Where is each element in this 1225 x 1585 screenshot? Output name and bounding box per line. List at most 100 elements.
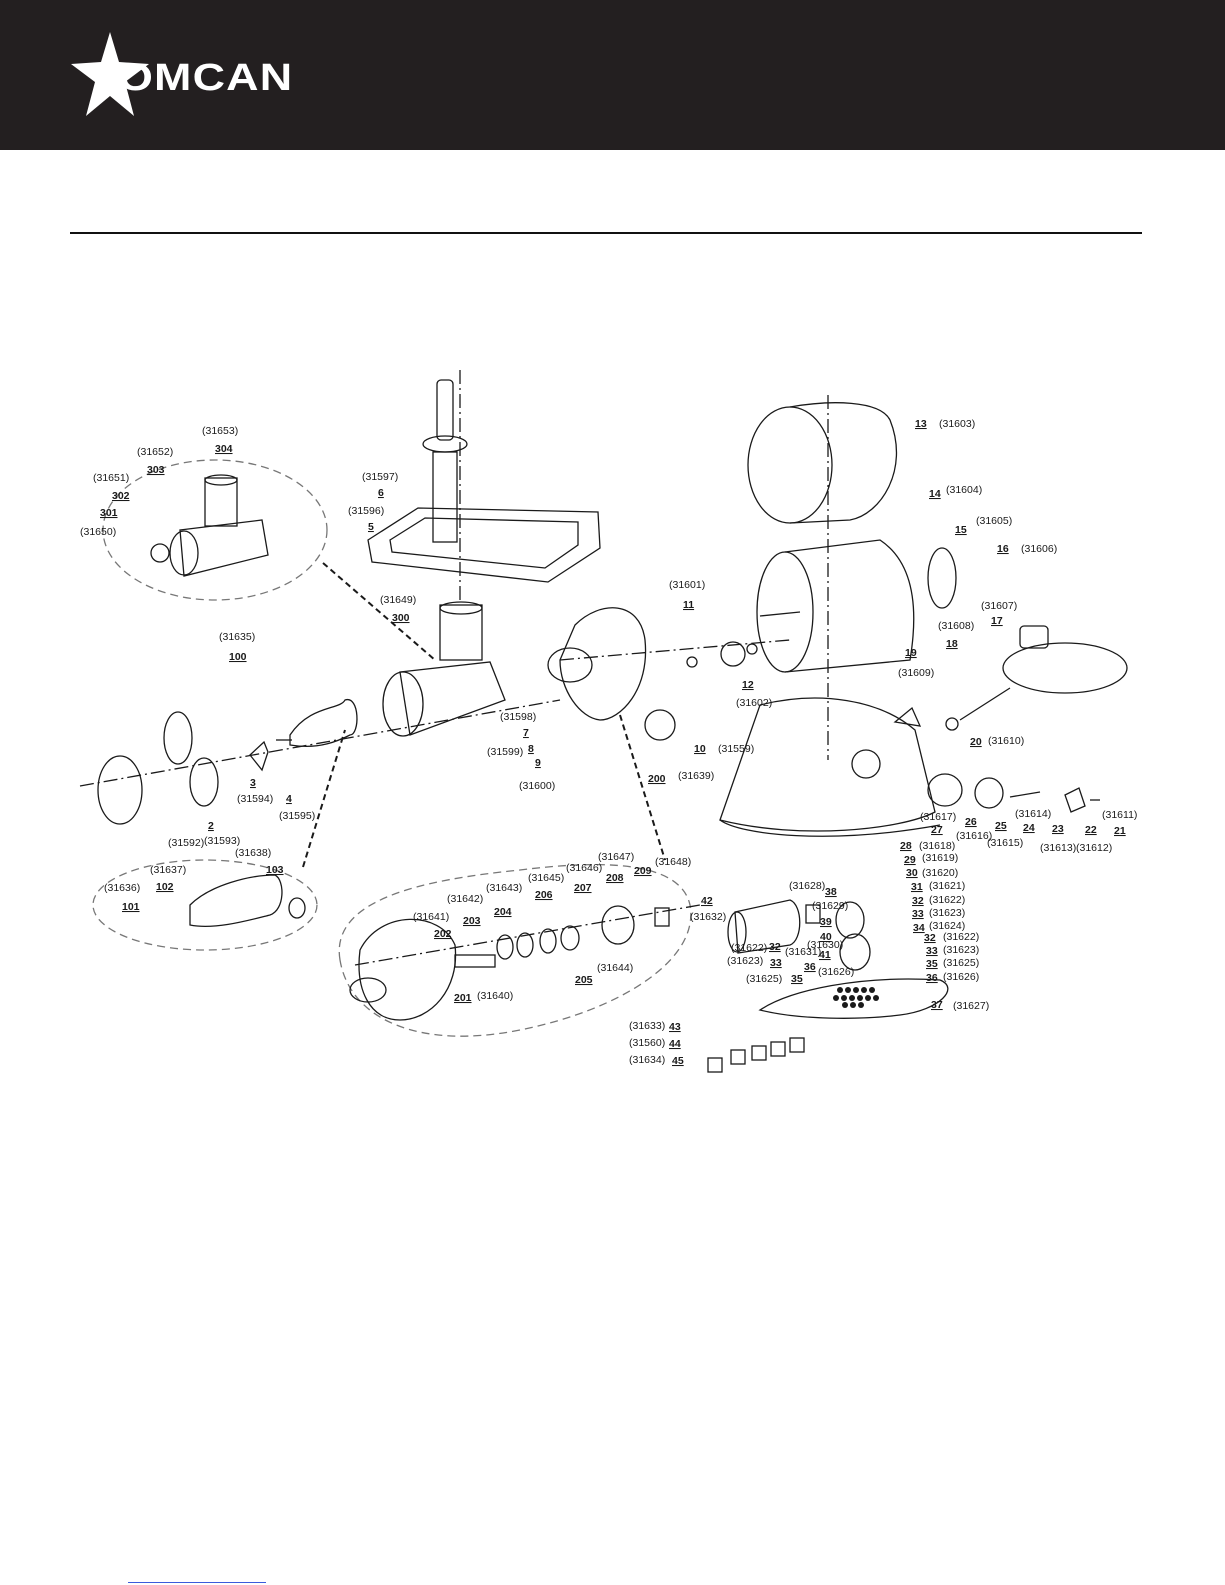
label-n-300: 300	[392, 612, 410, 624]
label-pn-31560: (31560)	[629, 1037, 665, 1049]
label-n-7: 7	[523, 727, 529, 739]
label-n-13: 13	[915, 418, 927, 430]
stomper-part	[422, 379, 468, 543]
power-cord-part	[893, 625, 1128, 731]
knife-part	[249, 740, 269, 772]
label-n-204: 204	[494, 906, 512, 918]
label-n-205: 205	[575, 974, 593, 986]
label-n-41: 41	[819, 949, 831, 961]
label-n-101: 101	[122, 901, 140, 913]
plate-small-part	[189, 757, 219, 807]
callout-group-gearbox	[338, 863, 692, 1037]
label-pn-31632: (31632)	[690, 911, 726, 923]
label-pn-31646: (31646)	[566, 862, 602, 874]
label-pn-31630: (31630)	[807, 939, 843, 951]
label-n-33a: 33	[912, 908, 924, 920]
label-n-29: 29	[904, 854, 916, 866]
label-n-38: 38	[825, 886, 837, 898]
label-pn-31606: (31606)	[1021, 543, 1057, 555]
label-n-31: 31	[911, 881, 923, 893]
label-pn-31625a: (31625)	[943, 957, 979, 969]
label-pn-31629: (31629)	[812, 900, 848, 912]
grinder-head-part	[382, 601, 506, 737]
label-n-102: 102	[156, 881, 174, 893]
label-pn-31613: (31613)	[1040, 842, 1076, 854]
label-pn-31599: (31599)	[487, 746, 523, 758]
motor-cover-part	[747, 402, 898, 524]
label-n-30: 30	[906, 867, 918, 879]
label-n-9: 9	[535, 757, 541, 769]
label-pn-31623b: (31623)	[943, 944, 979, 956]
feed-tray-part	[367, 507, 601, 583]
fan-part	[805, 901, 871, 971]
label-pn-31621: (31621)	[929, 880, 965, 892]
label-pn-31633: (31633)	[629, 1020, 665, 1032]
label-pn-31650: (31650)	[80, 526, 116, 538]
label-pn-31622a: (31622)	[929, 894, 965, 906]
label-n-303: 303	[147, 464, 165, 476]
label-n-25: 25	[995, 820, 1007, 832]
label-pn-31623a: (31623)	[929, 907, 965, 919]
label-pn-31628: (31628)	[789, 880, 825, 892]
label-pn-31640: (31640)	[477, 990, 513, 1002]
label-pn-31639: (31639)	[678, 770, 714, 782]
label-pn-31608: (31608)	[938, 620, 974, 632]
footer-link-underline[interactable]	[128, 1582, 266, 1583]
label-n-32b: 32	[924, 932, 936, 944]
label-n-3: 3	[250, 777, 256, 789]
header-bar: OMCAN	[0, 0, 1225, 150]
label-n-32c: 32	[769, 941, 781, 953]
label-n-32a: 32	[912, 895, 924, 907]
label-n-202: 202	[434, 928, 452, 940]
motor-part	[756, 539, 957, 673]
label-n-302: 302	[112, 490, 130, 502]
label-n-10: 10	[694, 743, 706, 755]
part-labels: (31653)304(31652)303(31651)302301(31650)…	[80, 418, 1137, 1067]
label-pn-31618: (31618)	[919, 840, 955, 852]
switch-assembly-part	[927, 773, 1100, 813]
label-n-6: 6	[378, 487, 384, 499]
label-pn-31624: (31624)	[929, 920, 965, 932]
label-n-209: 209	[634, 865, 652, 877]
header-rule	[70, 232, 1142, 234]
label-n-39: 39	[820, 916, 832, 928]
label-n-43: 43	[669, 1021, 681, 1033]
label-n-34: 34	[913, 922, 925, 934]
label-pn-31602: (31602)	[736, 697, 772, 709]
label-n-44: 44	[669, 1038, 681, 1050]
label-pn-31626a: (31626)	[818, 966, 854, 978]
label-n-208: 208	[606, 872, 624, 884]
label-n-33c: 33	[770, 957, 782, 969]
label-pn-31603: (31603)	[939, 418, 975, 430]
label-pn-31593: (31593)	[204, 835, 240, 847]
label-n-17: 17	[991, 615, 1003, 627]
label-pn-31652: (31652)	[137, 446, 173, 458]
label-pn-31644: (31644)	[597, 962, 633, 974]
capacitor-part	[727, 899, 801, 954]
label-n-36a: 36	[804, 961, 816, 973]
label-pn-31607: (31607)	[981, 600, 1017, 612]
label-pn-31617: (31617)	[920, 811, 956, 823]
brand-name: OMCAN	[118, 57, 294, 99]
label-pn-31597: (31597)	[362, 471, 398, 483]
label-n-2: 2	[208, 820, 214, 832]
label-pn-31598: (31598)	[500, 711, 536, 723]
label-n-5: 5	[368, 521, 374, 533]
label-pn-31559: (31559)	[718, 743, 754, 755]
label-n-27: 27	[931, 824, 943, 836]
label-n-36b: 36	[926, 972, 938, 984]
gear-set-part	[349, 905, 670, 1021]
base-plate-part	[758, 978, 949, 1019]
label-pn-31642: (31642)	[447, 893, 483, 905]
label-n-19: 19	[905, 647, 917, 659]
label-pn-31592: (31592)	[168, 837, 204, 849]
label-pn-31637: (31637)	[150, 864, 186, 876]
label-pn-31614: (31614)	[1015, 808, 1051, 820]
label-n-4: 4	[286, 793, 292, 805]
label-pn-31610: (31610)	[988, 735, 1024, 747]
label-n-42: 42	[701, 895, 713, 907]
label-pn-31651: (31651)	[93, 472, 129, 484]
callout-group-tube	[102, 459, 328, 601]
label-pn-31611: (31611)	[1102, 809, 1137, 821]
